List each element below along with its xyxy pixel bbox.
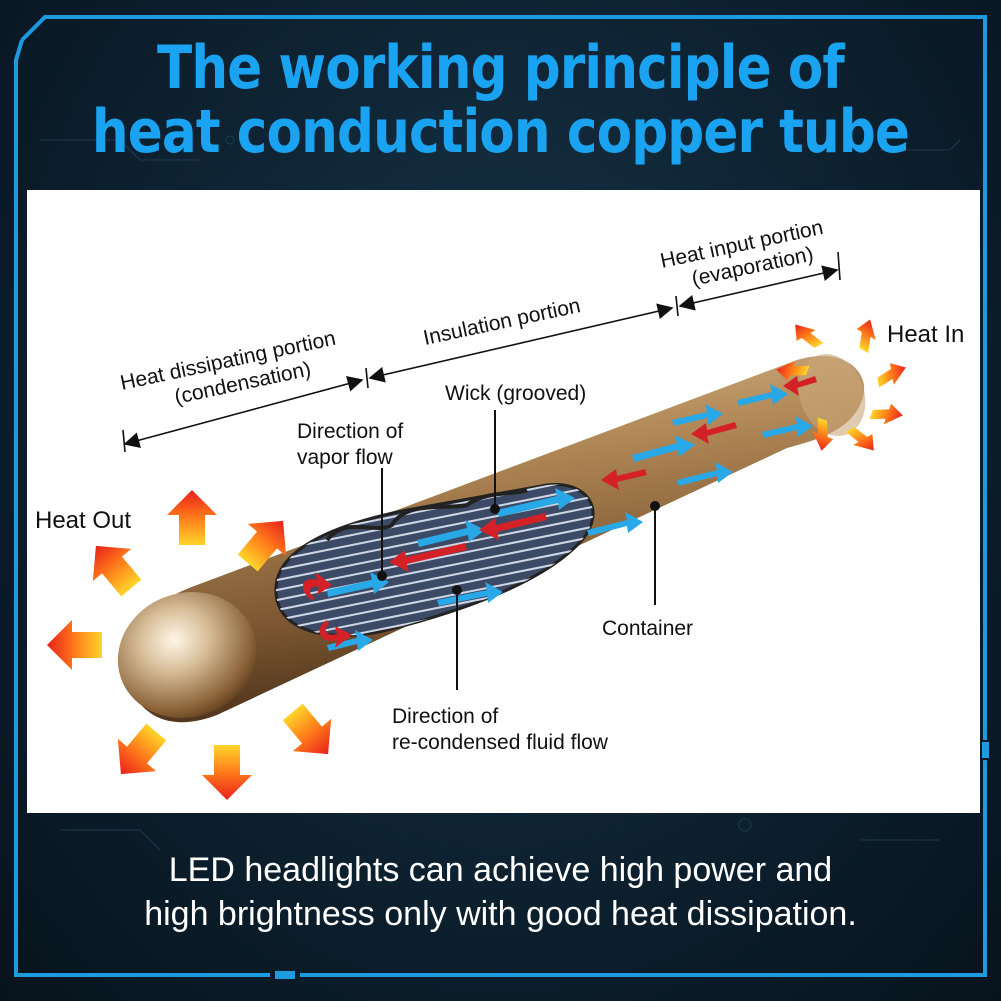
heat-out-arrows (47, 490, 332, 800)
caption-line-2: high brightness only with good heat diss… (144, 895, 857, 933)
heat-out-label: Heat Out (35, 507, 131, 534)
title-line-1: The working principle of (156, 33, 845, 103)
caption-line-1: LED headlights can achieve high power an… (168, 851, 833, 889)
page-title: The working principle of heat conduction… (70, 36, 931, 164)
vapor-label-line-2: vapor flow (297, 446, 394, 469)
fluid-flow-arrows (302, 376, 817, 648)
title-line-2: heat conduction copper tube (91, 97, 910, 167)
vapor-label-line-1: Direction of (297, 420, 403, 443)
heat-dissipating-label: Heat dissipating portion (condensation) (118, 327, 337, 409)
fluid-label-line-1: Direction of (392, 705, 498, 728)
fluid-label-line-2: re-condensed fluid flow (392, 731, 609, 754)
heat-pipe-diagram: Heat dissipating portion (condensation) … (27, 190, 980, 813)
wick-label: Wick (grooved) (445, 382, 586, 405)
caption: LED headlights can achieve high power an… (0, 848, 1001, 936)
diagram-svg: Heat dissipating portion (condensation) … (35, 216, 964, 800)
insulation-label: Insulation portion (421, 294, 582, 350)
heat-in-arrows (776, 319, 906, 451)
heat-input-label: Heat input portion (evaporation) (658, 216, 825, 291)
heat-in-label: Heat In (887, 321, 964, 348)
portion-dimension-lines (122, 251, 841, 453)
container-label: Container (602, 617, 693, 640)
pointer-lines (377, 410, 660, 690)
vapor-flow-arrows (327, 384, 813, 651)
